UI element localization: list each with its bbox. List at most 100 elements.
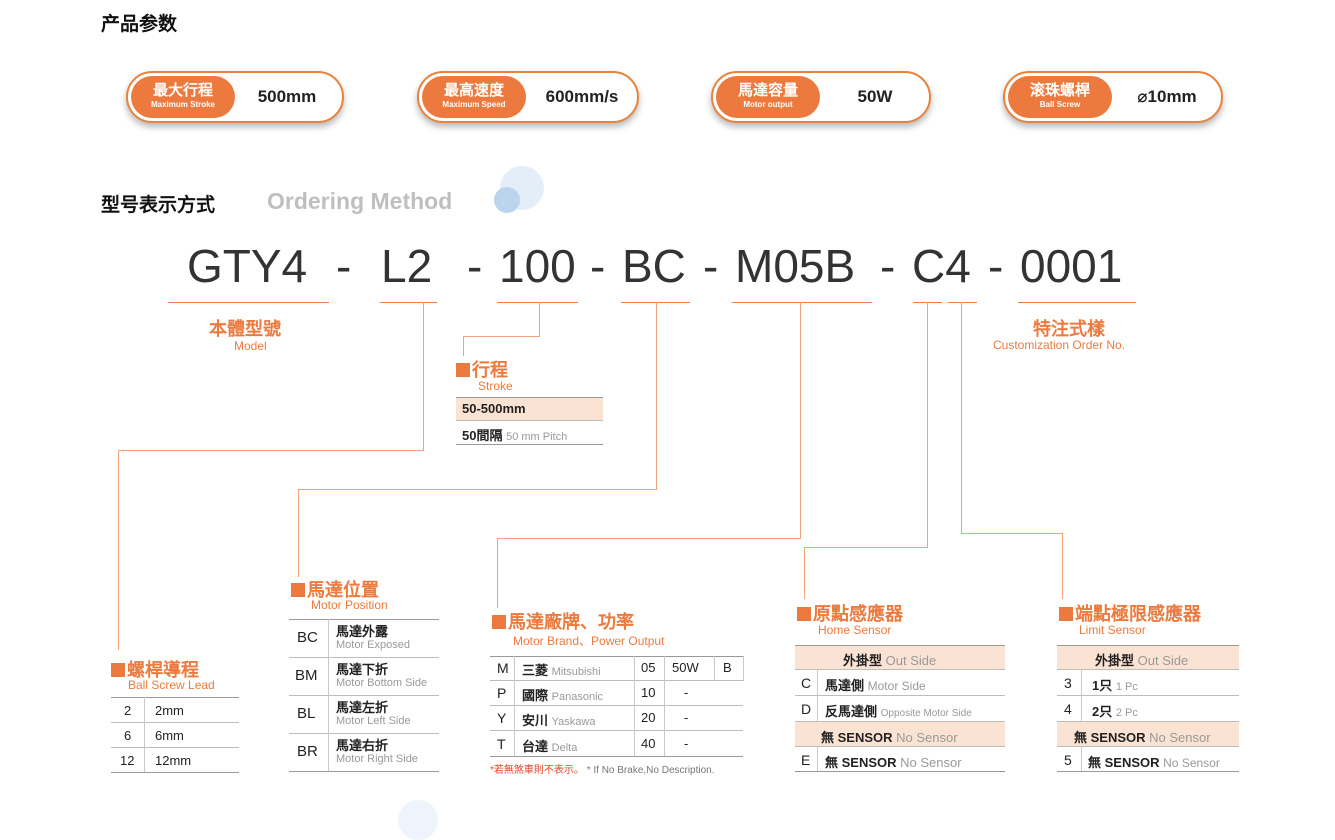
position-title: 馬達位置: [291, 576, 379, 602]
limit-sub: 無 SENSOR No Sensor: [1074, 730, 1211, 745]
brand-power: -: [684, 685, 689, 700]
position-code: BM: [295, 667, 318, 684]
param-label: 滚珠螺桿 Ball Screw: [1008, 76, 1112, 118]
home-sub-bg: [795, 721, 1005, 746]
brand-num: 20: [641, 710, 656, 725]
lead-code: 2: [124, 703, 132, 718]
brand-brake: B: [723, 660, 732, 675]
conn-stroke: [463, 336, 540, 337]
underline-brand: [732, 302, 872, 303]
conn-position: [298, 489, 299, 577]
conn-home: [804, 547, 928, 548]
underline-lead: [380, 302, 437, 303]
lead-title: 螺桿導程: [111, 656, 199, 682]
conn-stroke: [539, 302, 540, 336]
position-code: BR: [297, 743, 318, 760]
code-seg-sensor: C4: [912, 240, 971, 292]
position-zh: 馬達右折: [336, 738, 389, 753]
brand-num: 10: [641, 685, 656, 700]
brand-title: 馬達廠牌、功率: [492, 608, 634, 634]
brand-note: *若無煞車則不表示。 * If No Brake,No Description.: [490, 765, 715, 776]
conn-lead: [118, 450, 424, 451]
limit-code: 4: [1064, 701, 1072, 717]
conn-lead: [118, 450, 119, 650]
limit-option: 1只 1 Pc: [1092, 678, 1138, 693]
lead-code: 6: [124, 728, 132, 743]
limit-head-bg: [1057, 645, 1239, 669]
conn-brand: [497, 538, 498, 608]
conn-limit: [1062, 533, 1063, 599]
lead-value: 12mm: [155, 753, 192, 768]
underline-model: [168, 302, 329, 303]
param-value: 50W: [857, 87, 893, 106]
code-seg-position: BC: [622, 240, 686, 292]
code-sep: -: [590, 240, 606, 292]
conn-home: [927, 302, 928, 547]
limit-code: 3: [1064, 675, 1072, 691]
code-sep: -: [467, 240, 483, 292]
underline-stroke: [497, 302, 578, 303]
brand-num: 40: [641, 736, 656, 751]
stroke-row-bg: [456, 397, 603, 420]
lead-value: 2mm: [155, 703, 184, 718]
position-zh: 馬達外露: [336, 624, 389, 639]
home-code: C: [801, 675, 812, 691]
brand-code: M: [497, 660, 509, 676]
square-bullet-icon: [1059, 607, 1073, 621]
conn-lead: [423, 302, 424, 450]
home-code: D: [801, 701, 812, 717]
code-seg-model: GTY4: [187, 240, 308, 292]
underline-custom: [1018, 302, 1136, 303]
param-pill-motor: 馬達容量 Motor output 50W: [711, 71, 931, 123]
code-seg-brand: M05B: [735, 240, 856, 292]
stroke-title-en: Stroke: [478, 379, 513, 393]
conn-brand: [800, 302, 801, 538]
brand-name: 國際 Panasonic: [522, 688, 604, 703]
code-sep: -: [336, 240, 352, 292]
home-code: E: [801, 752, 811, 768]
conn-brand: [497, 538, 801, 539]
home-option: 無 SENSOR No Sensor: [825, 755, 962, 770]
brand-code: T: [497, 736, 506, 752]
code-sep: -: [988, 240, 1004, 292]
square-bullet-icon: [797, 607, 811, 621]
limit-title-en: Limit Sensor: [1079, 623, 1146, 637]
home-sub: 無 SENSOR No Sensor: [821, 730, 958, 745]
conn-home: [804, 547, 805, 599]
param-label: 最大行程 Maximum Stroke: [131, 76, 235, 118]
home-title: 原點感應器: [797, 600, 903, 626]
home-head: 外掛型 Out Side: [843, 653, 937, 668]
brand-name: 三菱 Mitsubishi: [522, 663, 601, 678]
square-bullet-icon: [291, 583, 305, 597]
custom-label-en: Customization Order No.: [993, 338, 1126, 352]
limit-option: 無 SENSOR No Sensor: [1088, 755, 1220, 770]
position-title-en: Motor Position: [311, 598, 388, 612]
position-code: BC: [297, 629, 318, 646]
param-value: 500mm: [257, 87, 317, 106]
limit-title: 端點極限感應器: [1059, 600, 1201, 626]
code-seg-stroke: 100: [499, 240, 576, 292]
limit-head: 外掛型 Out Side: [1095, 653, 1189, 668]
position-en: Motor Left Side: [336, 715, 411, 727]
home-head-bg: [795, 645, 1005, 669]
brand-code: Y: [497, 710, 507, 726]
lead-title-en: Ball Screw Lead: [128, 678, 215, 692]
conn-position: [656, 302, 657, 489]
square-bullet-icon: [492, 615, 506, 629]
conn-limit: [961, 533, 1063, 534]
stroke-range: 50-500mm: [462, 401, 526, 416]
underline-position: [621, 302, 690, 303]
brand-name: 台達 Delta: [522, 739, 578, 754]
param-pill-screw: 滚珠螺桿 Ball Screw ⌀10mm: [1003, 71, 1223, 123]
underline-limit: [948, 302, 977, 303]
position-en: Motor Exposed: [336, 639, 410, 651]
ordering-heading-en: Ordering Method: [267, 188, 453, 214]
position-zh: 馬達下折: [336, 662, 389, 677]
brand-power: -: [684, 736, 689, 751]
decor-dot-small: [494, 187, 520, 213]
conn-limit: [961, 302, 962, 533]
limit-option: 2只 2 Pc: [1092, 704, 1138, 719]
brand-num: 05: [641, 660, 656, 675]
lead-value: 6mm: [155, 728, 184, 743]
stroke-pitch: 50間隔 50 mm Pitch: [462, 428, 568, 443]
